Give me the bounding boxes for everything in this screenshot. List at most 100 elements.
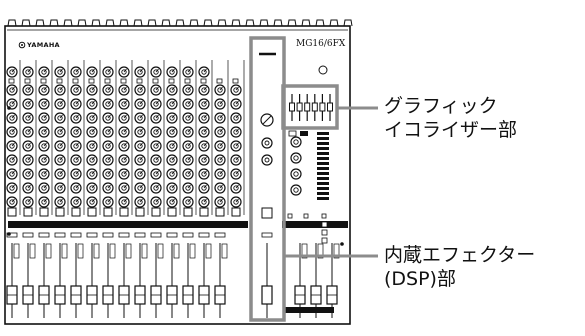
screw-icon (7, 232, 11, 236)
dsp-effects-callout-line-2: (DSP)部 (384, 267, 535, 291)
fader-led (78, 244, 83, 258)
mute-button (152, 208, 160, 216)
screw-icon (7, 106, 11, 110)
fader-led (126, 244, 131, 258)
master-fader-plate (284, 307, 334, 313)
dsp-effects-callout-line-1: 内蔵エフェクター (384, 243, 535, 267)
fader-led (110, 244, 115, 258)
switch-button (185, 79, 190, 83)
level-meter-segment (317, 192, 329, 195)
master-mute-bar (282, 221, 348, 228)
level-meter-segment (317, 177, 329, 180)
switch-button (233, 79, 238, 83)
fader-led (94, 244, 99, 258)
level-meter-segment (317, 147, 329, 150)
pfl-button (87, 233, 97, 237)
fader-led (46, 244, 51, 258)
switch-button (201, 79, 206, 83)
level-meter-segment (317, 137, 329, 140)
pfl-button (199, 233, 209, 237)
switch-button (121, 79, 126, 83)
geq-slider-knob (312, 103, 317, 111)
master-knob-icon (291, 153, 301, 163)
fader-led (190, 244, 195, 258)
fader-led (174, 244, 179, 258)
assign-button (322, 222, 327, 227)
mute-button (88, 208, 96, 216)
level-meter-segment (317, 182, 329, 185)
mute-button (168, 208, 176, 216)
level-meter-segment (317, 167, 329, 170)
dsp-effects-callout: 内蔵エフェクター (DSP)部 (384, 243, 535, 291)
channel-mute-bar (8, 221, 248, 228)
mute-button (56, 208, 64, 216)
switch-button (9, 79, 14, 83)
top-edge-outline (5, 20, 352, 26)
fader-led (62, 244, 67, 258)
fader-led (222, 244, 227, 258)
master-button (288, 214, 292, 218)
mute-button (120, 208, 128, 216)
mute-button (232, 208, 240, 216)
pfl-button (39, 233, 49, 237)
fader-led (206, 244, 211, 258)
master-button (322, 214, 326, 218)
switch-button (217, 79, 222, 83)
master-knob-icon (291, 185, 301, 195)
graphic-eq-callout-line-2: イコライザー部 (384, 118, 517, 142)
geq-slider-knob (305, 103, 310, 111)
geq-slider-knob (320, 103, 325, 111)
dsp-knob-icon (262, 155, 272, 165)
pfl-button (183, 233, 193, 237)
mute-button (216, 208, 224, 216)
pfl-button (55, 233, 65, 237)
level-meter-segment (317, 162, 329, 165)
dsp-fader-knob (262, 286, 272, 304)
meter-switch (300, 131, 308, 136)
pfl-button (103, 233, 113, 237)
pfl-button (23, 233, 33, 237)
level-meter-segment (317, 132, 329, 135)
dsp-knob-icon (262, 138, 272, 148)
master-button (304, 214, 308, 218)
dsp-on-button (262, 208, 272, 218)
mute-button (136, 208, 144, 216)
switch-button (105, 79, 110, 83)
assign-button (322, 238, 327, 243)
switch-button (57, 79, 62, 83)
graphic-eq-callout-line-1: グラフィック (384, 94, 517, 118)
master-knob-icon (291, 169, 301, 179)
level-meter-segment (317, 152, 329, 155)
assign-button (322, 230, 327, 235)
screw-icon (340, 242, 344, 246)
mute-button (40, 208, 48, 216)
model-label: MG16/6FX (296, 39, 345, 49)
mute-button (8, 208, 16, 216)
switch-button (41, 79, 46, 83)
switch-button (89, 79, 94, 83)
pfl-button (167, 233, 177, 237)
dsp-pfl-button (262, 233, 272, 237)
geq-slider-knob (328, 103, 333, 111)
level-meter-segment (317, 197, 329, 200)
graphic-eq-callout: グラフィック イコライザー部 (384, 94, 517, 142)
mute-button (72, 208, 80, 216)
level-meter-segment (317, 187, 329, 190)
mute-button (184, 208, 192, 216)
meter-switch (289, 131, 296, 136)
power-indicator-icon (319, 66, 327, 74)
mute-button (24, 208, 32, 216)
level-meter-segment (317, 142, 329, 145)
switch-button (25, 79, 30, 83)
fader-led (14, 244, 19, 258)
level-meter-segment (317, 172, 329, 175)
switch-button (73, 79, 78, 83)
switch-button (153, 79, 158, 83)
fader-led (30, 244, 35, 258)
fader-led (158, 244, 163, 258)
geq-slider-knob (297, 103, 302, 111)
master-knob-icon (291, 137, 301, 147)
fader-led (142, 244, 147, 258)
level-meter-segment (317, 157, 329, 160)
